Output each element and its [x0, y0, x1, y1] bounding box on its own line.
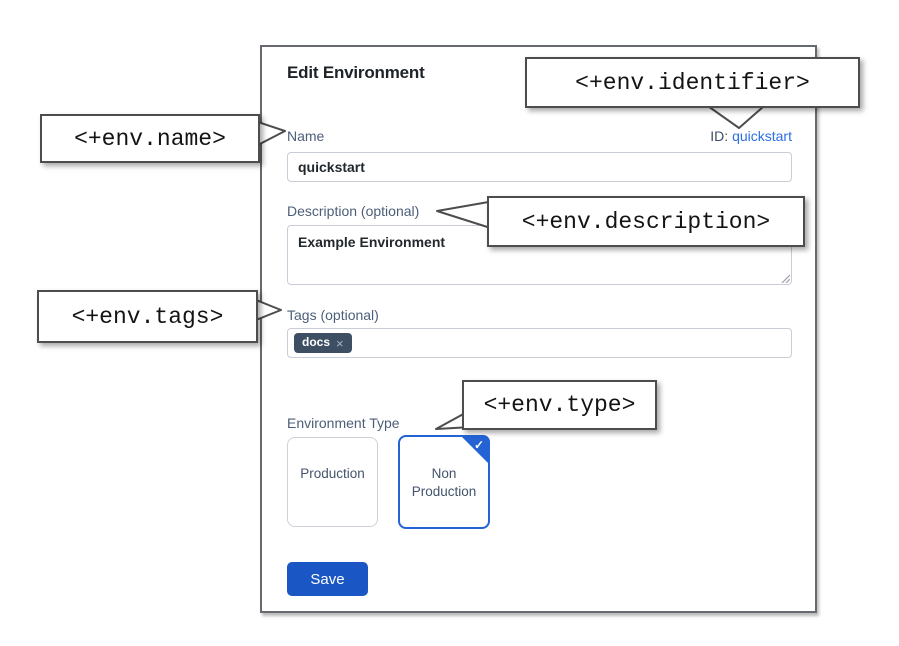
checkmark-icon: ✓ [473, 438, 484, 452]
tags-input[interactable]: docs × [287, 328, 792, 358]
callout-env-name: <+env.name> [40, 114, 260, 163]
tags-label: Tags (optional) [287, 307, 379, 323]
id-field: ID:quickstart [710, 128, 792, 144]
non-production-card[interactable]: ✓ Non Production [398, 435, 490, 529]
production-card-label: Production [300, 466, 365, 481]
tag-chip-label: docs [302, 335, 331, 350]
remove-tag-icon[interactable]: × [336, 335, 344, 351]
dialog-title: Edit Environment [287, 63, 425, 82]
description-label: Description (optional) [287, 203, 420, 219]
environment-type-cards: Production ✓ Non Production [287, 435, 547, 535]
id-value-link[interactable]: quickstart [732, 128, 792, 144]
production-card[interactable]: Production [287, 437, 378, 527]
callout-env-type: <+env.type> [462, 380, 657, 430]
resize-handle-icon[interactable] [781, 274, 790, 283]
save-button[interactable]: Save [287, 562, 368, 596]
id-label: ID: [710, 128, 729, 144]
tag-chip: docs × [294, 333, 352, 353]
name-label: Name [287, 128, 325, 144]
callout-env-description: <+env.description> [487, 196, 805, 247]
name-row: Name ID:quickstart [287, 128, 792, 144]
environment-type-label: Environment Type [287, 415, 400, 431]
name-input[interactable] [287, 152, 792, 182]
non-production-card-label: Non Production [411, 466, 477, 499]
callout-env-identifier: <+env.identifier> [525, 57, 860, 108]
callout-env-tags: <+env.tags> [37, 290, 258, 343]
edit-environment-dialog: Edit Environment Name ID:quickstart Desc… [260, 45, 817, 613]
